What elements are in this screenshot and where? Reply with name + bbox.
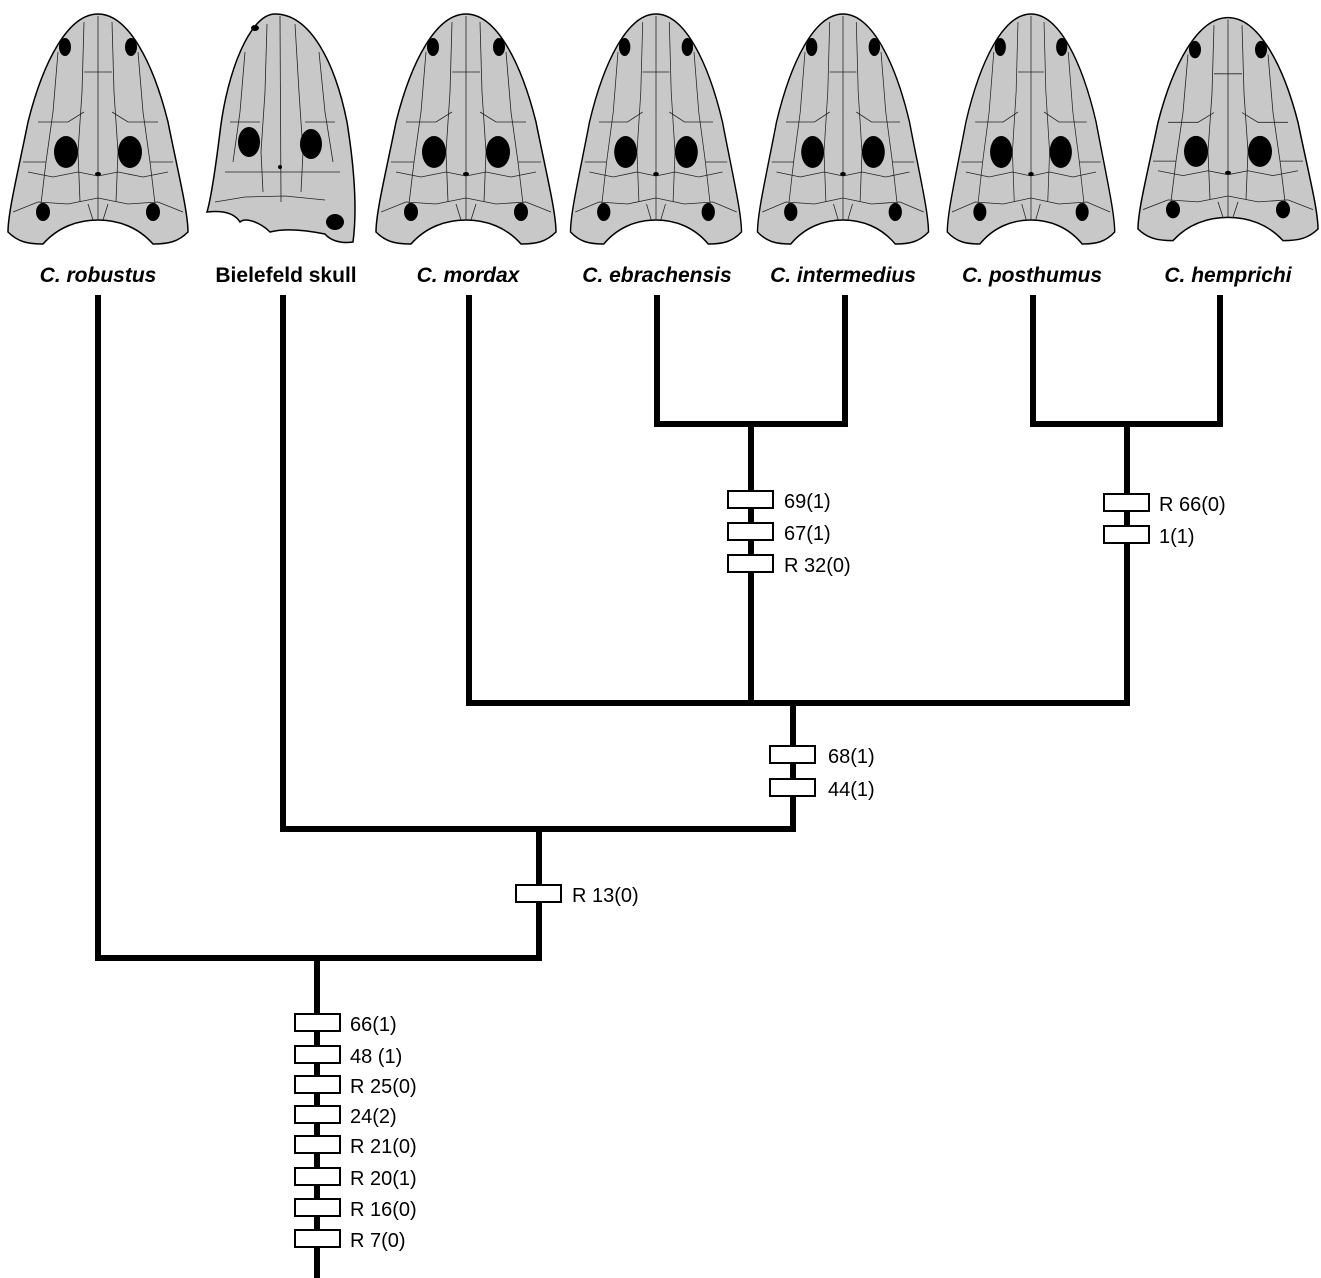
character-label: 44(1) [828,779,875,801]
character-box [294,1167,341,1186]
character-label: R 66(0) [1159,494,1226,516]
character-label: R 7(0) [350,1230,406,1252]
character-label: R 32(0) [784,555,851,577]
node-ebrachensis-intermedius-characters: 69(1) 67(1) R 32(0) [727,490,851,577]
character-box [727,490,774,509]
character-box [1103,525,1150,544]
character-box [727,522,774,541]
character-label: R 20(1) [350,1168,417,1190]
character-box [294,1198,341,1217]
character-label: 1(1) [1159,526,1195,548]
character-label: 66(1) [350,1014,397,1036]
character-box [294,1013,341,1032]
character-box [294,1045,341,1064]
character-label: R 25(0) [350,1076,417,1098]
taxon-label-mordax: C. mordax [417,264,521,287]
character-box [294,1105,341,1124]
character-label: 24(2) [350,1106,397,1128]
character-label: 48 (1) [350,1046,402,1068]
node-mordax-clade-characters: 68(1) 44(1) [769,745,875,801]
character-label: R 13(0) [572,885,639,907]
character-box [769,778,816,797]
character-box [769,745,816,764]
skull-robustus [7,13,189,245]
tree-branches [95,295,1223,1278]
node-root-characters: 66(1) 48 (1) R 25(0) 24(2) R 21(0) R 20(… [294,1013,417,1252]
character-label: R 16(0) [350,1199,417,1221]
character-label: 67(1) [784,523,831,545]
character-box [294,1229,341,1248]
character-box [727,554,774,573]
taxon-label-bielefeld: Bielefeld skull [215,264,356,287]
skull-intermedius [756,13,930,245]
character-box [515,884,562,903]
character-label: 69(1) [784,491,831,513]
skull-ebrachensis [569,13,743,245]
character-box [1103,493,1150,512]
character-label: R 21(0) [350,1136,417,1158]
character-box [294,1135,341,1154]
character-label: 68(1) [828,746,875,768]
skull-mordax [375,13,557,245]
taxon-label-robustus: C. robustus [40,264,157,287]
skull-bielefeld [206,13,356,244]
character-box [294,1075,341,1094]
taxon-label-hemprichi: C. hemprichi [1164,264,1292,287]
taxon-label-posthumus: C. posthumus [962,264,1102,287]
node-bielefeld-clade-characters: R 13(0) [515,884,639,907]
node-posthumus-hemprichi-characters: R 66(0) 1(1) [1103,493,1226,548]
skull-posthumus [946,13,1116,245]
taxon-label-ebrachensis: C. ebrachensis [582,264,731,287]
taxon-label-intermedius: C. intermedius [770,264,916,287]
skull-hemprichi [1137,16,1319,242]
